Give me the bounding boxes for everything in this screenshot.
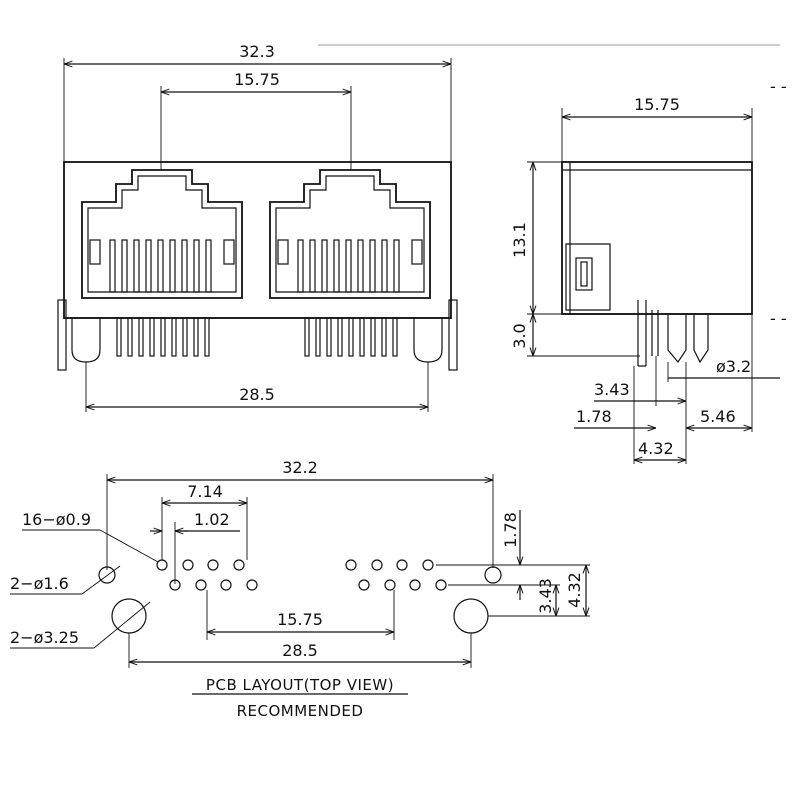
side-post-diameter-label: ø3.2 bbox=[716, 357, 751, 376]
pcb-pin-group-width-label: 7.14 bbox=[187, 482, 223, 501]
pcb-led-holes-label: 2−ø1.6 bbox=[10, 574, 69, 593]
pcb-layout-subtitle: RECOMMENDED bbox=[237, 702, 364, 720]
pcb-signal-holes-label: 16−ø0.9 bbox=[22, 510, 91, 529]
left-mounting-post bbox=[71, 318, 101, 363]
side-latch bbox=[565, 243, 611, 311]
side-post-offset-label: 5.46 bbox=[700, 407, 736, 426]
led-hole-right bbox=[484, 566, 502, 584]
pcb-layout: 32.2 7.14 1.02 16−ø0.9 2−ø1.6 2−ø3.25 bbox=[10, 458, 590, 720]
pcb-overall-width-label: 32.2 bbox=[282, 458, 318, 477]
pcb-post-holes-label: 2−ø3.25 bbox=[10, 628, 79, 647]
signal-holes-left bbox=[156, 559, 258, 591]
side-body bbox=[561, 161, 753, 315]
side-height-label: 13.1 bbox=[510, 222, 529, 258]
signal-holes-right bbox=[345, 559, 447, 591]
front-post-span-label: 28.5 bbox=[239, 385, 275, 404]
side-pin-length-label: 3.0 bbox=[510, 323, 529, 348]
front-view: 32.3 15.75 bbox=[57, 42, 458, 412]
side-pin-row bbox=[637, 300, 647, 367]
edge-mark-bottom: - - bbox=[770, 309, 787, 328]
led-hole-left bbox=[98, 566, 116, 584]
right-mounting-post bbox=[413, 318, 443, 363]
side-row-offset-label: 3.43 bbox=[594, 380, 630, 399]
post-hole-left bbox=[111, 598, 147, 634]
side-post-right bbox=[693, 314, 709, 364]
left-jack-pins bbox=[116, 317, 210, 357]
pcb-jack-pitch-label: 15.75 bbox=[277, 610, 323, 629]
pcb-post-row-offset-label: 4.32 bbox=[565, 572, 584, 608]
pcb-row-offset-label: 3.43 bbox=[536, 578, 555, 614]
left-side-tab bbox=[57, 299, 67, 371]
post-hole-right bbox=[453, 598, 489, 634]
pcb-post-span-label: 28.5 bbox=[282, 641, 318, 660]
front-jack-pitch-label: 15.75 bbox=[234, 70, 280, 89]
side-depth-label: 15.75 bbox=[634, 95, 680, 114]
right-jack-pins bbox=[304, 317, 398, 357]
pcb-row-pitch-label: 1.78 bbox=[501, 512, 520, 548]
pcb-layout-title: PCB LAYOUT(TOP VIEW) bbox=[206, 676, 394, 694]
side-post-left bbox=[667, 314, 687, 364]
left-rj45-port bbox=[81, 169, 243, 299]
pcb-pin-pitch-label: 1.02 bbox=[194, 510, 230, 529]
side-post-row-offset-label: 4.32 bbox=[638, 439, 674, 458]
edge-mark-top: - - bbox=[770, 77, 787, 96]
side-row-pitch-label: 1.78 bbox=[576, 407, 612, 426]
right-rj45-port bbox=[269, 169, 431, 299]
side-view: 15.75 13.1 3.0 ø3.2 3.43 1.78 bbox=[510, 95, 780, 464]
front-overall-width-label: 32.3 bbox=[239, 42, 275, 61]
right-side-tab bbox=[448, 299, 458, 371]
